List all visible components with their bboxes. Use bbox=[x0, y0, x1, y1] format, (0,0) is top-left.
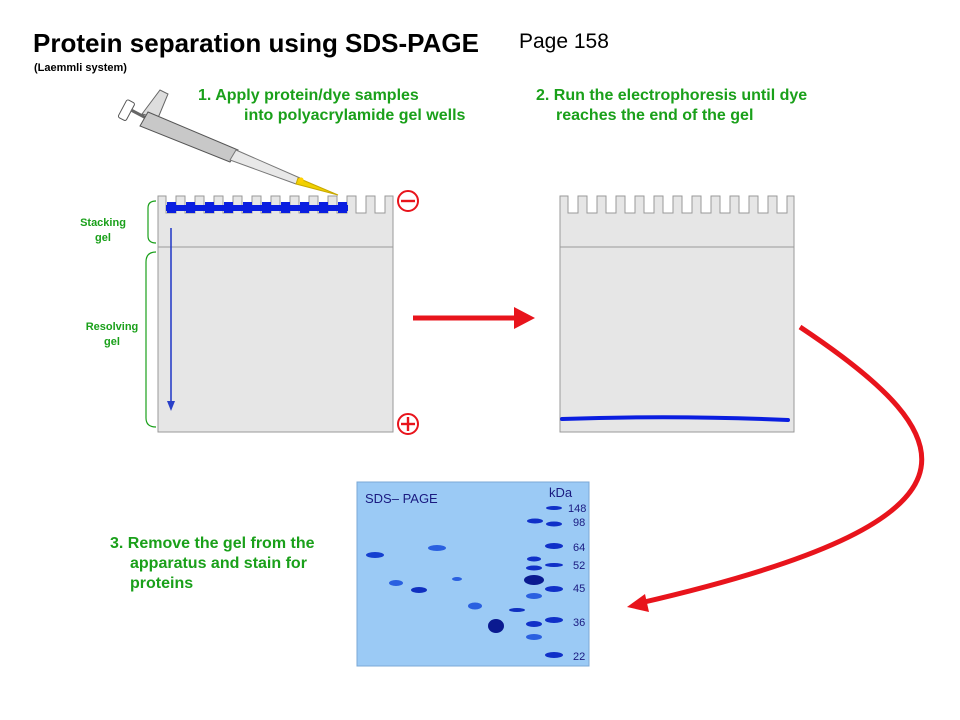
stacking-gel-label-line1: Stacking bbox=[80, 217, 126, 229]
step1-text: 1. Apply protein/dye samples into polyac… bbox=[198, 86, 465, 126]
step-arrow-2 bbox=[639, 324, 925, 606]
ladder-band-22 bbox=[545, 652, 563, 658]
ladder-band-98b bbox=[546, 521, 562, 527]
marker-label-36: 36 bbox=[573, 617, 585, 629]
band bbox=[526, 634, 542, 640]
resolving-gel-label: Resolving gel bbox=[72, 320, 152, 350]
minus-electrode-icon bbox=[397, 190, 419, 212]
gel1-body bbox=[157, 195, 394, 433]
step-arrow-1-head bbox=[514, 307, 535, 329]
step3-text: 3. Remove the gel from the apparatus and… bbox=[110, 534, 315, 594]
pipette-icon bbox=[117, 89, 339, 196]
band bbox=[526, 593, 542, 599]
stacking-gel-label-line2: gel bbox=[95, 232, 111, 244]
band bbox=[488, 619, 504, 633]
ladder-band-98a bbox=[527, 518, 543, 524]
stained-gel-unit: kDa bbox=[549, 485, 573, 500]
marker-label-148: 148 bbox=[568, 503, 586, 515]
marker-labels: 148 98 64 52 45 36 22 bbox=[568, 503, 586, 663]
step3-line2: apparatus and stain for bbox=[130, 555, 307, 572]
sample-band-top bbox=[166, 205, 348, 211]
step-arrow-2-head bbox=[627, 594, 649, 612]
step2-line1: 2. Run the electrophoresis until dye bbox=[536, 87, 808, 104]
band bbox=[411, 587, 427, 593]
migration-arrow-head bbox=[167, 401, 175, 411]
ladder-band-148 bbox=[546, 506, 562, 510]
step3-line3: proteins bbox=[130, 575, 194, 592]
marker-label-64: 64 bbox=[573, 542, 585, 554]
plus-electrode-icon bbox=[397, 413, 419, 435]
stacking-gel-label: Stacking gel bbox=[72, 216, 134, 246]
band bbox=[526, 621, 542, 627]
marker-label-22: 22 bbox=[573, 651, 585, 663]
gel2-body bbox=[559, 195, 795, 433]
resolving-gel-label-line2: gel bbox=[104, 336, 120, 348]
stacking-bracket bbox=[147, 200, 157, 244]
step2-line2: reaches the end of the gel bbox=[556, 107, 754, 124]
band bbox=[509, 608, 525, 612]
stained-gel bbox=[356, 481, 590, 667]
band bbox=[428, 545, 446, 551]
band bbox=[526, 565, 542, 571]
marker-label-98: 98 bbox=[573, 517, 585, 529]
band bbox=[524, 575, 544, 585]
ladder-band-64 bbox=[545, 543, 563, 549]
ladder-band-36 bbox=[545, 617, 563, 623]
marker-label-45: 45 bbox=[573, 583, 585, 595]
marker-ladder bbox=[527, 506, 563, 658]
page-subtitle: (Laemmli system) bbox=[34, 62, 127, 74]
gel2-dye-front bbox=[560, 415, 790, 422]
band bbox=[366, 552, 384, 558]
gel1-samples bbox=[166, 202, 348, 213]
step3-line1: 3. Remove the gel from the bbox=[110, 535, 315, 552]
sample-bands bbox=[366, 545, 544, 640]
band bbox=[527, 556, 541, 562]
marker-label-52: 52 bbox=[573, 560, 585, 572]
step1-line2: into polyacrylamide gel wells bbox=[244, 107, 466, 124]
band bbox=[468, 602, 482, 610]
band bbox=[389, 580, 403, 586]
ladder-band-52 bbox=[545, 563, 563, 567]
step1-line1: 1. Apply protein/dye samples bbox=[198, 87, 419, 104]
ladder-band-45 bbox=[545, 586, 563, 592]
step2-text: 2. Run the electrophoresis until dye rea… bbox=[536, 86, 807, 126]
resolving-gel-label-line1: Resolving bbox=[85, 321, 139, 333]
page-number: Page 158 bbox=[519, 30, 609, 53]
stained-gel-title: SDS– PAGE bbox=[365, 491, 438, 506]
page-title: Protein separation using SDS-PAGE bbox=[33, 28, 479, 58]
resolving-bracket bbox=[145, 251, 157, 428]
band bbox=[452, 577, 462, 581]
